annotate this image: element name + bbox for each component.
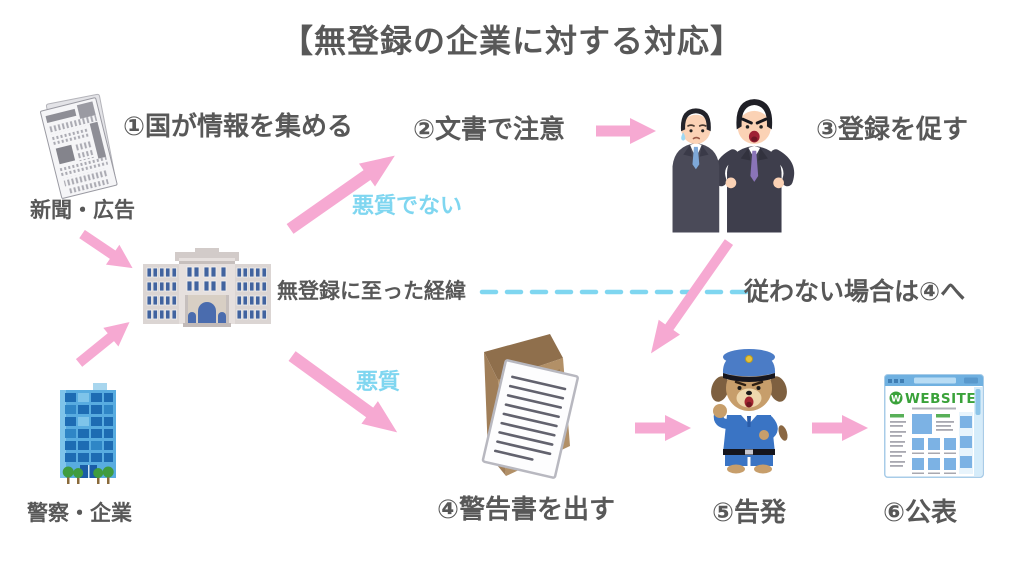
arrow-malicious-icon (288, 351, 398, 433)
building-caption-label: 無登録に至った経緯 (277, 279, 466, 303)
envelope-document-icon (481, 334, 579, 479)
arrow-company-to-building-icon (75, 322, 130, 367)
arrow-step4-to-step5-icon (635, 415, 691, 441)
page-title: 【無登録の企業に対する対応】 (280, 22, 743, 60)
arrow-not-malicious-icon (286, 155, 395, 234)
step4-label: ④警告書を出す (437, 495, 616, 525)
government-building-icon (143, 248, 271, 327)
police-dog-icon (711, 349, 788, 474)
no-compliance-label: 従わない場合は④へ (744, 277, 966, 306)
step5-label: ⑤告発 (712, 498, 787, 528)
branch-not-malicious-label: 悪質でない (352, 194, 463, 219)
website-browser-icon: W WEBSITE (884, 374, 984, 478)
arrow-step2-to-step3-icon (596, 118, 656, 144)
newspaper-label: 新聞・広告 (30, 198, 135, 222)
step2-label: ②文書で注意 (413, 115, 566, 145)
arrow-no-compliance-icon (650, 239, 734, 354)
step3-label: ③登録を促す (816, 115, 969, 145)
office-building-icon (60, 383, 116, 484)
police-company-label: 警察・企業 (27, 501, 132, 525)
dashed-connector-line (479, 289, 749, 295)
website-header-text: WEBSITE (905, 391, 976, 407)
arrow-newspaper-to-building-icon (79, 229, 133, 269)
step6-label: ⑥公表 (883, 498, 958, 528)
step1-label: ①国が情報を集める (123, 112, 354, 142)
businessmen-scolding-icon (672, 99, 795, 233)
svg-text:W: W (891, 395, 901, 405)
arrow-step5-to-step6-icon (812, 415, 868, 441)
branch-malicious-label: 悪質 (356, 370, 401, 395)
newspaper-icon (40, 93, 118, 199)
